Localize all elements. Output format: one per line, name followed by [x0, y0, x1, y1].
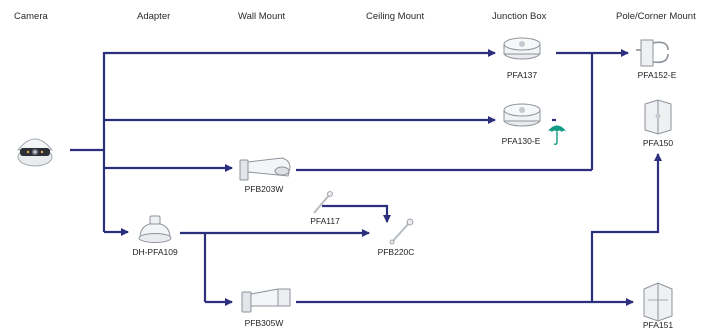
pfa151-icon [643, 282, 673, 322]
label-pfa137: PFA137 [506, 70, 538, 80]
label-pfa117: PFA117 [310, 216, 340, 226]
label-pfb220c: PFB220C [377, 247, 415, 257]
label-pfa150: PFA150 [642, 138, 674, 148]
header-adapter: Adapter [137, 11, 171, 22]
label-pfa152e: PFA152-E [637, 70, 677, 80]
line-pfa117-to-pfb220c [322, 204, 391, 223]
umbrella-icon [547, 125, 567, 145]
pfb203w-icon [239, 157, 291, 181]
label-dhpfa109: DH-PFA109 [132, 247, 178, 257]
header-wall-mount: Wall Mount [238, 11, 286, 22]
label-pfb203w: PFB203W [244, 184, 284, 194]
dhpfa109-icon [138, 215, 172, 243]
pfb220c-icon [389, 218, 414, 245]
header-pole-corner-mount: Pole/Corner Mount [616, 11, 696, 22]
pfa117-icon [313, 191, 333, 214]
header-camera: Camera [14, 11, 48, 22]
header-ceiling-mount: Ceiling Mount [366, 11, 425, 22]
pfa137-icon [503, 37, 541, 60]
label-pfa130e: PFA130-E [501, 136, 541, 146]
header-junction-box: Junction Box [492, 11, 547, 22]
pfa150-icon [644, 99, 672, 135]
pfa130e-icon [503, 103, 541, 127]
label-pfa151: PFA151 [642, 320, 674, 330]
connector-lines [70, 49, 662, 306]
pfa152e-icon [636, 39, 669, 67]
pfb305w-icon [241, 288, 291, 313]
dome-camera-icon [16, 138, 54, 167]
label-pfb305w: PFB305W [244, 318, 284, 328]
line-pfb305w-up [590, 153, 662, 302]
